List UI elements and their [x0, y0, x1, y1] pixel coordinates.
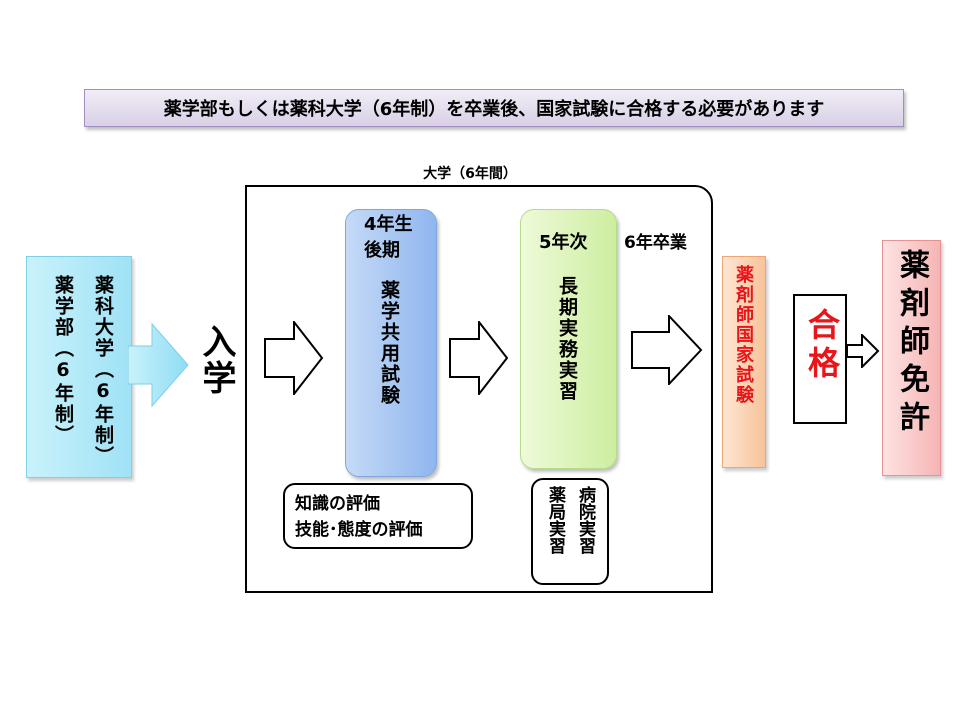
university-frame	[245, 185, 713, 593]
arrow-right-icon	[128, 322, 189, 408]
phase1-body: 薬学共用試験	[378, 280, 400, 406]
pass-label: 合格	[803, 308, 841, 384]
phase2-body: 長期実務実習	[556, 276, 578, 402]
phase1-title-line1: 4年生	[364, 214, 413, 235]
national-exam-box: 薬剤師国家試験	[722, 256, 766, 468]
source-school-box: 薬科大学（6年制） 薬学部（6年制）	[26, 256, 132, 478]
pass-box: 合格	[793, 294, 847, 424]
evaluation-note: 知識の評価 技能･態度の評価	[283, 483, 473, 549]
phase1-title-line2: 後期	[364, 240, 400, 261]
training-hospital: 病院実習	[575, 486, 595, 554]
license-label: 薬剤師免許	[894, 249, 929, 439]
national-exam-label: 薬剤師国家試験	[733, 265, 754, 405]
evaluation-knowledge: 知識の評価	[295, 494, 380, 514]
arrow-right-icon	[264, 321, 324, 395]
phase2-title: 5年次	[539, 232, 588, 253]
source-col-pharm-faculty: 薬学部（6年制）	[52, 275, 74, 446]
license-box: 薬剤師免許	[882, 240, 941, 476]
header-text: 薬学部もしくは薬科大学（6年制）を卒業後、国家試験に合格する必要があります	[163, 99, 825, 120]
evaluation-skills: 技能･態度の評価	[295, 520, 423, 540]
phase-common-exam-box: 4年生 後期 薬学共用試験	[345, 209, 437, 477]
arrow-right-icon	[631, 315, 703, 385]
enrollment-label: 入学	[196, 324, 236, 396]
header-banner: 薬学部もしくは薬科大学（6年制）を卒業後、国家試験に合格する必要があります	[84, 89, 904, 127]
training-sites-note: 病院実習 薬局実習	[531, 478, 609, 585]
university-label: 大学（6年間）	[423, 166, 517, 182]
phase-practical-training-box: 5年次 長期実務実習	[520, 209, 617, 469]
arrow-right-icon	[846, 334, 880, 368]
graduation-label: 6年卒業	[624, 233, 687, 253]
arrow-right-icon	[449, 321, 509, 395]
source-col-pharm-university: 薬科大学（6年制）	[92, 275, 114, 467]
training-pharmacy: 薬局実習	[545, 486, 565, 554]
